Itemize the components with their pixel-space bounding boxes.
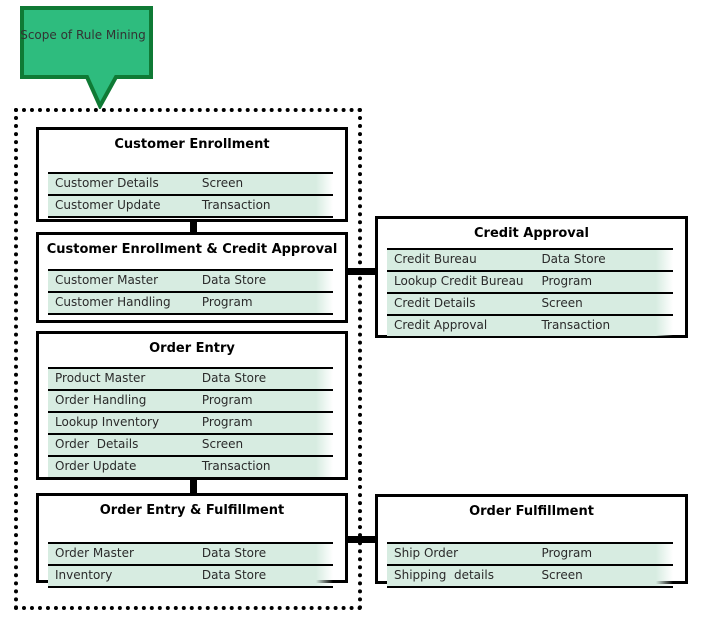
connector-orderentry-to-combined (190, 476, 197, 496)
artifact-name: Product Master (55, 371, 146, 385)
artifact-type: Transaction (201, 198, 271, 212)
artifact-type: Program (541, 546, 593, 560)
artifact-type: Transaction (541, 318, 611, 332)
table-row: Inventory Data Store (48, 564, 333, 586)
artifact-type: Screen (201, 437, 244, 451)
connector-enrollment-to-combined (190, 218, 197, 236)
panel-title: Order Entry (149, 341, 235, 356)
panel-order-entry-fulfillment: Order Entry & Fulfillment Order Master D… (36, 493, 348, 588)
panel-title: Credit Approval (474, 226, 589, 241)
table-row: Customer Master Data Store (48, 269, 333, 291)
panel-customer-enrollment-credit-approval: Customer Enrollment & Credit Approval Cu… (36, 232, 348, 323)
artifact-name: Lookup Credit Bureau (394, 274, 524, 288)
artifact-type: Screen (541, 296, 583, 310)
panel-customer-enrollment: Customer Enrollment Customer Details Scr… (36, 127, 348, 222)
artifact-name: Lookup Inventory (55, 415, 160, 429)
table-row: Credit Approval Transaction (387, 314, 673, 336)
callout-bubble-shape (20, 6, 153, 111)
artifact-name: Customer Details (55, 176, 159, 190)
table-row: Order Update Transaction (48, 455, 333, 477)
artifact-table: Product Master Data Store Order Handling… (48, 367, 333, 479)
artifact-type: Program (541, 274, 593, 288)
table-row: Order Details Screen (48, 433, 333, 455)
table-row: Lookup Inventory Program (48, 411, 333, 433)
panel-title: Customer Enrollment & Credit Approval (46, 242, 338, 257)
table-row: Order Handling Program (48, 389, 333, 411)
table-row: Customer Update Transaction (48, 194, 333, 216)
table-row: Customer Details Screen (48, 172, 333, 194)
artifact-type: Transaction (201, 459, 271, 473)
artifact-table: Credit Bureau Data Store Lookup Credit B… (387, 248, 673, 338)
table-row: Credit Details Screen (387, 292, 673, 314)
artifact-table: Customer Details Screen Customer Update … (48, 172, 333, 218)
artifact-type: Data Store (201, 273, 267, 287)
table-row: Customer Handling Program (48, 291, 333, 313)
panel-credit-approval: Credit Approval Credit Bureau Data Store… (375, 216, 688, 338)
table-row: Ship Order Program (387, 542, 673, 564)
artifact-type: Screen (201, 176, 244, 190)
artifact-table: Order Master Data Store Inventory Data S… (48, 542, 333, 588)
callout-label: Scope of Rule Mining (20, 28, 146, 42)
panel-title: Customer Enrollment (114, 137, 270, 152)
artifact-name: Inventory (55, 568, 113, 582)
connector-combined-to-order-fulfillment (344, 536, 378, 543)
artifact-name: Order Update (55, 459, 137, 473)
artifact-name: Customer Master (55, 273, 159, 287)
artifact-table: Ship Order Program Shipping details Scre… (387, 542, 673, 588)
connector-combined-to-credit-approval (344, 268, 378, 275)
artifact-name: Ship Order (394, 546, 459, 560)
scope-callout (18, 5, 158, 111)
scope-boundary-dotted-rect (14, 108, 362, 610)
artifact-name: Shipping details (394, 568, 494, 582)
artifact-type: Program (201, 295, 253, 309)
panel-title: Order Fulfillment (469, 504, 594, 519)
artifact-type: Data Store (201, 371, 267, 385)
artifact-name: Order Handling (55, 393, 147, 407)
artifact-type: Data Store (201, 568, 267, 582)
artifact-name: Order Details (55, 437, 139, 451)
artifact-type: Program (201, 415, 253, 429)
artifact-name: Customer Update (55, 198, 161, 212)
table-row: Order Master Data Store (48, 542, 333, 564)
artifact-table: Customer Master Data Store Customer Hand… (48, 269, 333, 315)
panel-order-entry: Order Entry Product Master Data Store Or… (36, 331, 348, 480)
artifact-type: Screen (541, 568, 583, 582)
artifact-name: Credit Details (394, 296, 476, 310)
table-row: Credit Bureau Data Store (387, 248, 673, 270)
table-row: Product Master Data Store (48, 367, 333, 389)
table-row: Lookup Credit Bureau Program (387, 270, 673, 292)
artifact-type: Data Store (541, 252, 606, 266)
panel-title: Order Entry & Fulfillment (99, 503, 285, 518)
artifact-name: Credit Approval (394, 318, 488, 332)
table-row: Shipping details Screen (387, 564, 673, 586)
artifact-name: Order Master (55, 546, 134, 560)
artifact-name: Credit Bureau (394, 252, 477, 266)
artifact-type: Data Store (201, 546, 267, 560)
panel-order-fulfillment: Order Fulfillment Ship Order Program Shi… (375, 494, 688, 588)
artifact-name: Customer Handling (55, 295, 171, 309)
artifact-type: Program (201, 393, 253, 407)
